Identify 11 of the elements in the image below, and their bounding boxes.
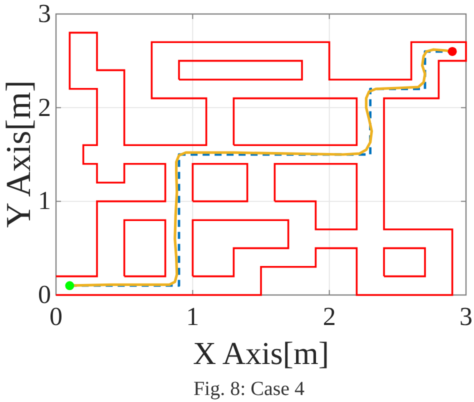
y-axis-title: Y Axis[m] <box>0 80 38 228</box>
x-axis-title: X Axis[m] <box>193 336 329 370</box>
y-tick-label: 3 <box>38 3 51 25</box>
x-tick-label: 0 <box>50 306 62 328</box>
figure-caption: Fig. 8: Case 4 <box>193 378 305 400</box>
y-tick-label: 0 <box>38 284 51 306</box>
y-tick-label: 2 <box>38 96 51 119</box>
x-tick-label: 1 <box>186 306 200 328</box>
y-tick-label: 1 <box>38 190 51 212</box>
x-tick-label: 2 <box>322 306 336 328</box>
x-tick-label: 3 <box>460 306 472 328</box>
